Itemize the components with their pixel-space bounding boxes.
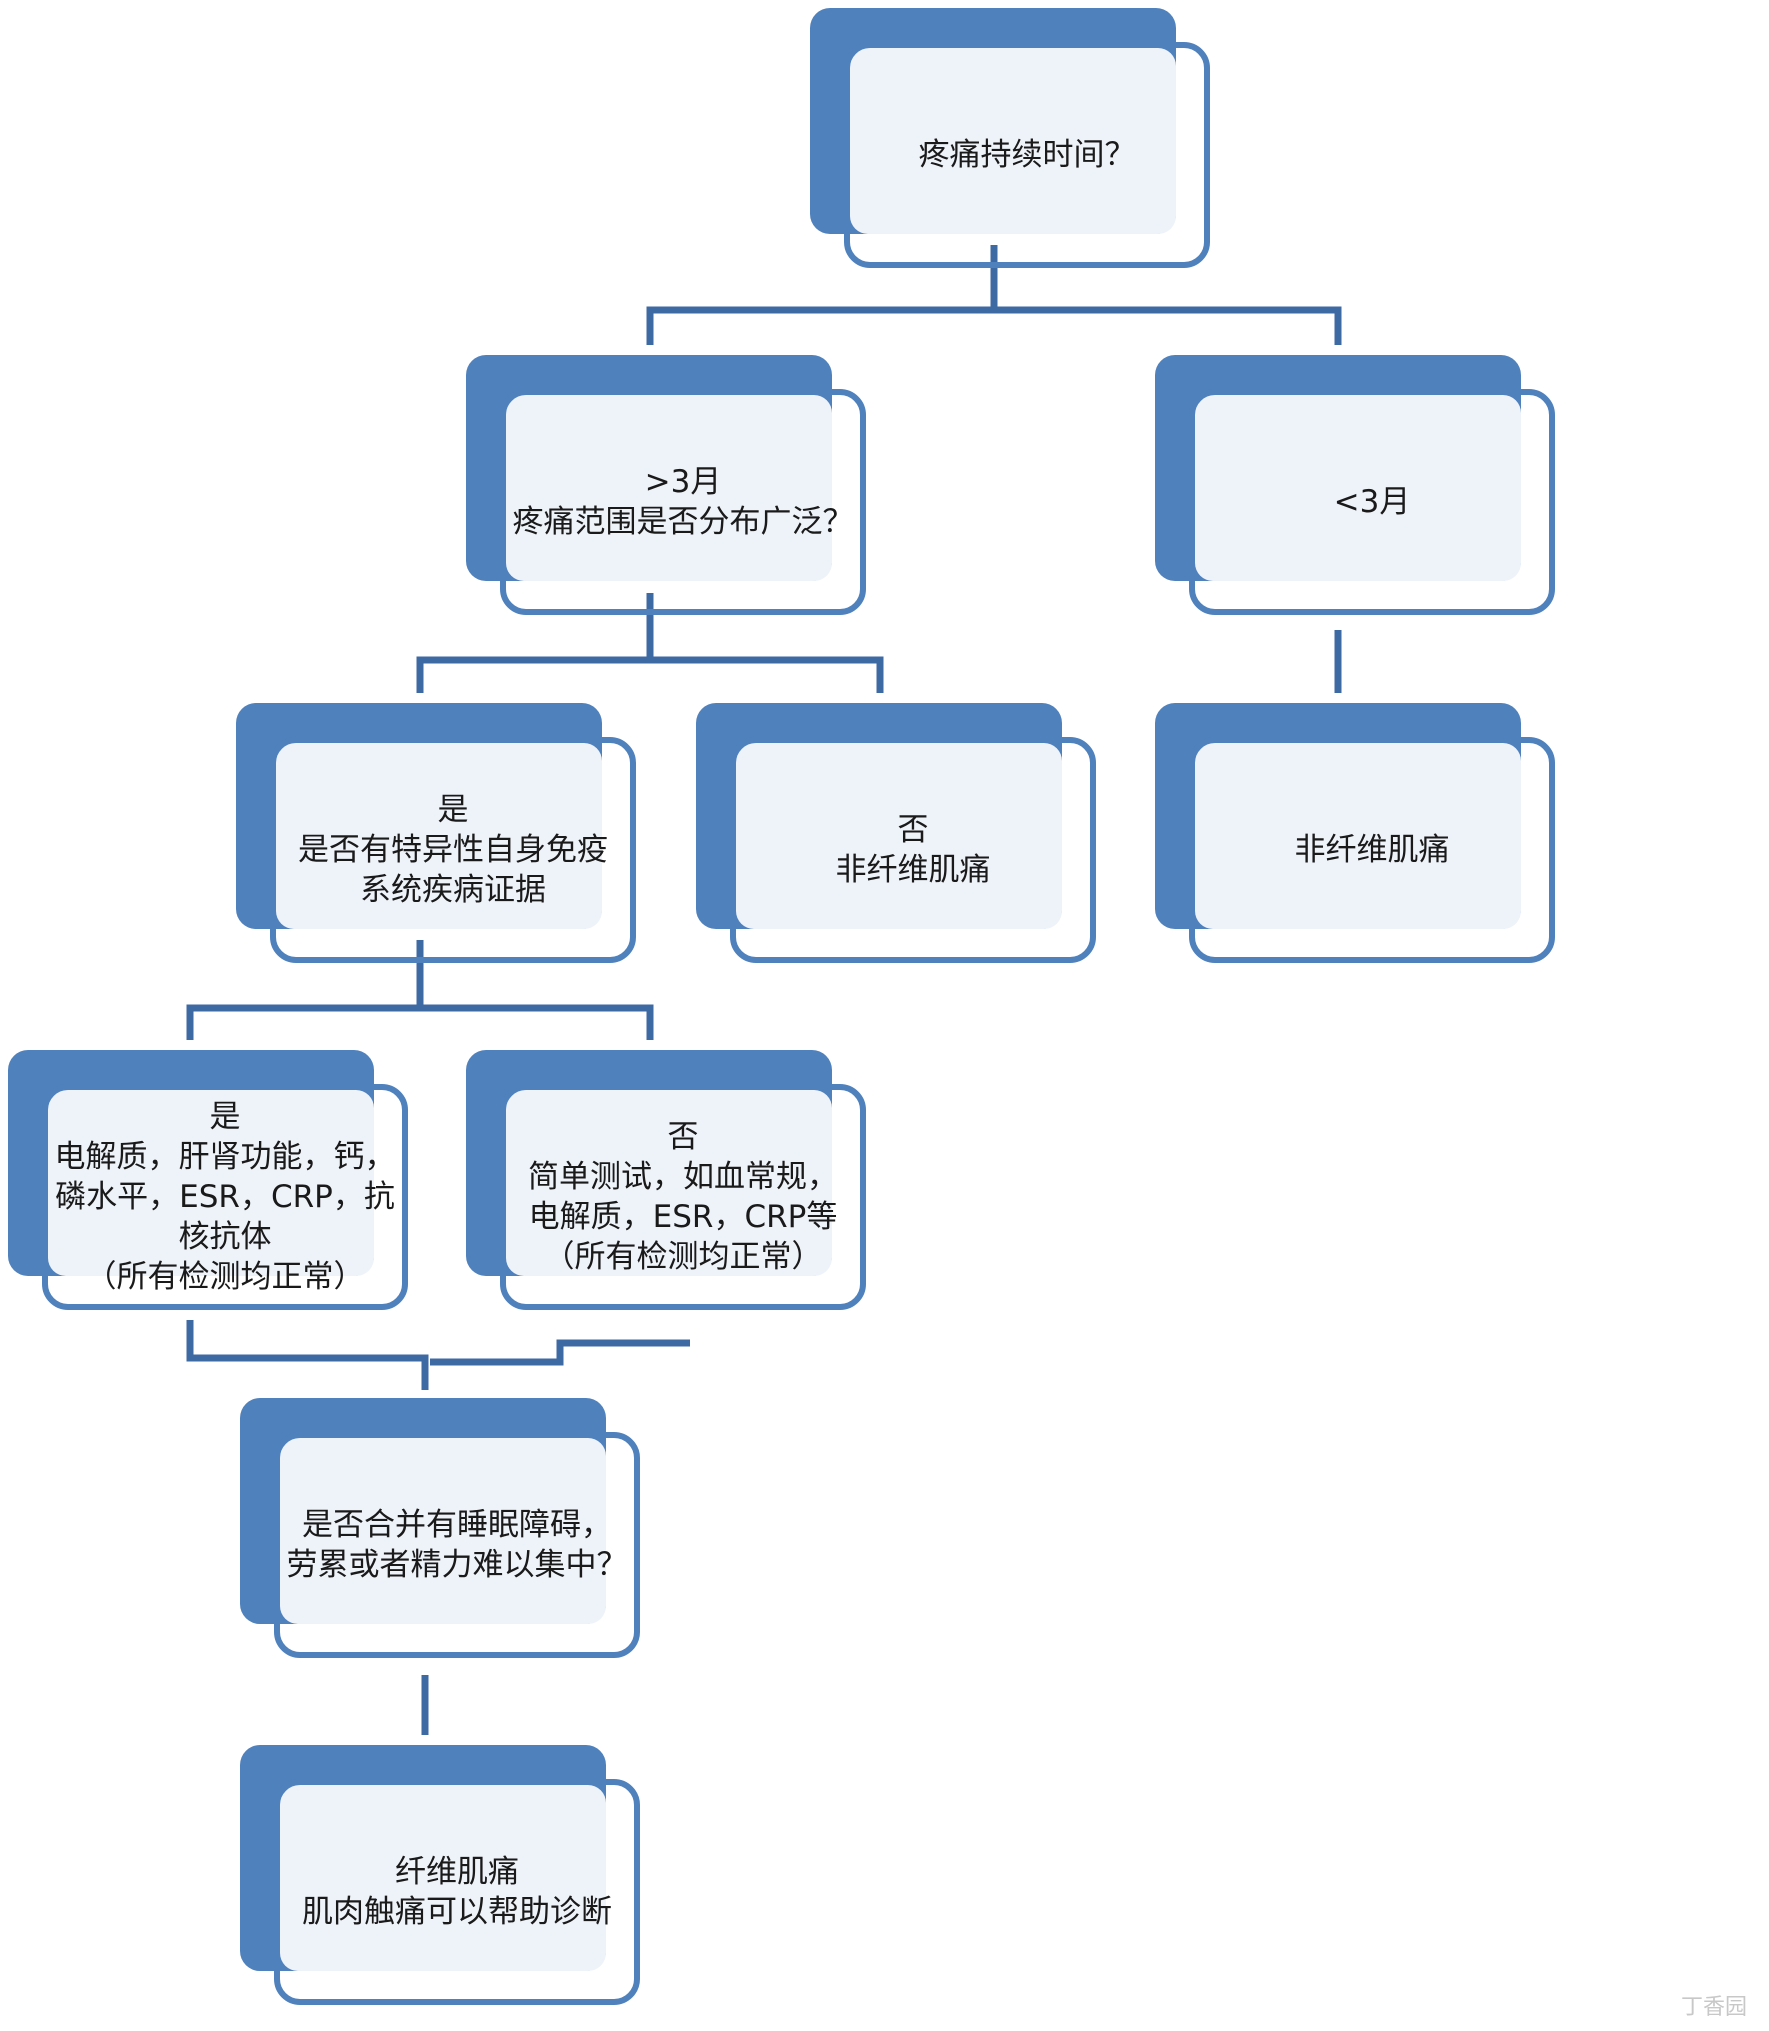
connector-autoimmune-yes — [186, 1320, 429, 1390]
node-line: 是否有特异性自身免疫 — [298, 832, 608, 868]
node-line: 肌肉触痛可以帮助诊断 — [302, 1894, 612, 1930]
node-line: 电解质，ESR，CRP等 — [528, 1199, 838, 1235]
node-line: 系统疾病证据 — [360, 872, 546, 908]
node-fibromyalgia-text: 纤维肌痛 肌肉触痛可以帮助诊断 — [274, 1779, 640, 2005]
node-wide-no-text: 否 非纤维肌痛 — [730, 737, 1096, 963]
node-duration-text: 疼痛持续时间？ — [844, 42, 1210, 268]
connector-autoimmune-no — [430, 1339, 690, 1366]
connector-wide-yes — [186, 940, 424, 1040]
node-line: 非纤维肌痛 — [835, 852, 991, 888]
node-under3-text: <3月 — [1189, 389, 1555, 615]
node-line: 核抗体 — [178, 1219, 272, 1255]
node-line: 简单测试，如血常规， — [528, 1159, 838, 1195]
connector-duration-right — [994, 306, 1342, 345]
node-under3-result-text: 非纤维肌痛 — [1189, 737, 1555, 963]
connector-duration — [646, 245, 998, 345]
node-over3-text: >3月 疼痛范围是否分布广泛？ — [500, 389, 866, 615]
node-line: 磷水平，ESR，CRP，抗 — [55, 1179, 395, 1215]
connector-wide-yes-right — [420, 1004, 654, 1040]
node-line: 电解质，肝肾功能，钙， — [54, 1139, 396, 1175]
node-line: （所有检测均正常） — [543, 1239, 823, 1275]
node-line: 是 — [437, 792, 469, 828]
node-sleep-text: 是否合并有睡眠障碍， 劳累或者精力难以集中？ — [274, 1432, 640, 1658]
node-wide-yes-text: 是 是否有特异性自身免疫 系统疾病证据 — [270, 737, 636, 963]
node-autoimmune-no-text: 否 简单测试，如血常规， 电解质，ESR，CRP等 （所有检测均正常） — [500, 1084, 866, 1310]
watermark: 丁香园 — [1680, 1995, 1747, 2020]
node-autoimmune-yes-text: 是 电解质，肝肾功能，钙， 磷水平，ESR，CRP，抗 核抗体 （所有检测均正常… — [42, 1084, 408, 1310]
connector-over3 — [416, 593, 654, 693]
node-line: 纤维肌痛 — [395, 1854, 519, 1890]
node-line: 否 — [667, 1119, 699, 1155]
connector-over3-right — [650, 656, 884, 693]
node-line: 是 — [209, 1099, 241, 1135]
node-line: >3月 — [644, 464, 722, 500]
node-line: 疼痛范围是否分布广泛？ — [512, 504, 854, 540]
node-line: 否 — [897, 812, 929, 848]
node-line: 是否合并有睡眠障碍， — [302, 1507, 612, 1543]
node-line: <3月 — [1333, 484, 1411, 520]
node-line: 疼痛持续时间？ — [918, 137, 1136, 173]
node-line: 劳累或者精力难以集中？ — [286, 1547, 628, 1583]
node-line: 非纤维肌痛 — [1294, 832, 1450, 868]
node-line: （所有检测均正常） — [85, 1259, 365, 1295]
